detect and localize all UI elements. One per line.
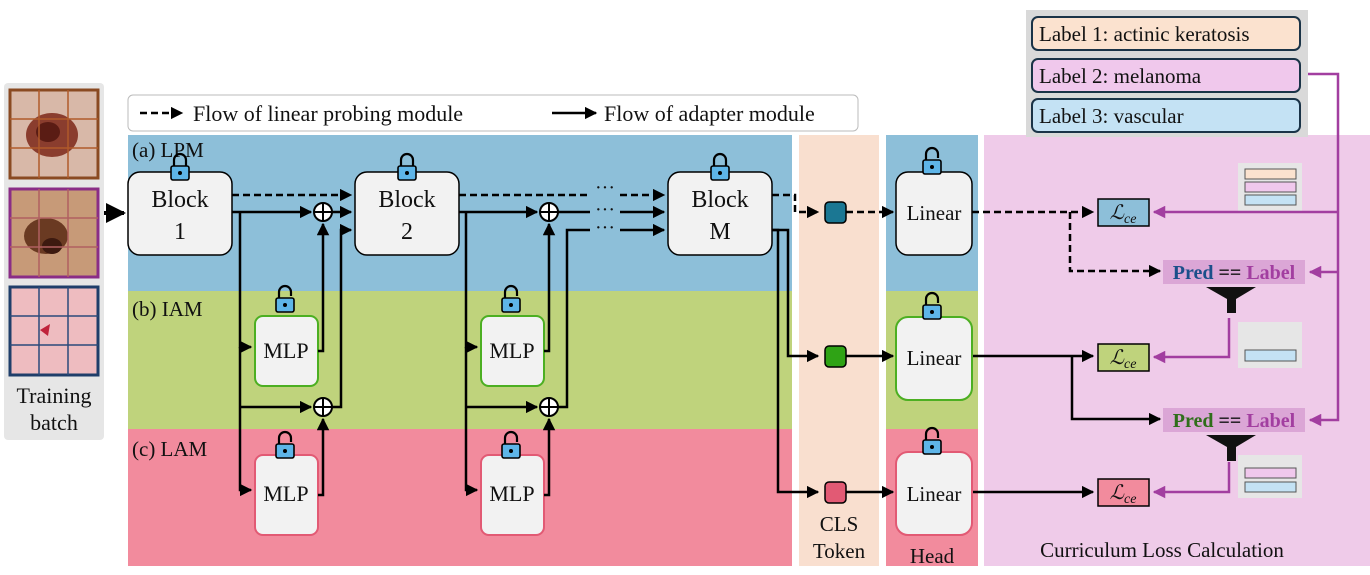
lam-region xyxy=(128,429,792,566)
label-flow-arrows xyxy=(1152,72,1340,499)
svg-text:MLP: MLP xyxy=(263,481,308,506)
cls-token-lpm xyxy=(824,201,847,224)
loss-box-iam: ℒce xyxy=(1097,343,1150,372)
label-stack-full xyxy=(1238,163,1302,211)
block-2-label-line2: 2 xyxy=(401,219,413,245)
svg-text:MLP: MLP xyxy=(263,338,308,363)
funnel-icon-2 xyxy=(1206,435,1256,461)
training-image-3 xyxy=(8,285,100,377)
funnel-icon-1 xyxy=(1206,287,1256,313)
adapter-solid-flow xyxy=(232,205,1162,499)
block-2: Block 2 xyxy=(354,152,460,256)
svg-text:Label 2: melanoma: Label 2: melanoma xyxy=(1039,64,1202,88)
svg-text:Linear: Linear xyxy=(907,346,962,370)
ellipsis-3: ··· xyxy=(595,217,615,239)
svg-text:Pred == Label: Pred == Label xyxy=(1173,410,1296,432)
block-1: Block 1 xyxy=(127,152,233,256)
svg-text:Pred == Label: Pred == Label xyxy=(1173,262,1296,284)
cls-caption-line1: CLS xyxy=(820,512,859,536)
ellipsis-2: ··· xyxy=(595,199,615,221)
svg-text:ℒce: ℒce xyxy=(1110,347,1137,372)
iam-label: (b) IAM xyxy=(132,297,203,321)
linear-head-lpm: Linear xyxy=(895,146,973,256)
svg-text:MLP: MLP xyxy=(489,338,534,363)
lpm-label: (a) LPM xyxy=(132,138,204,162)
block-m-label-line1: Block xyxy=(691,187,748,213)
training-caption-line2: batch xyxy=(30,410,78,435)
svg-text:Label 1: actinic keratosis: Label 1: actinic keratosis xyxy=(1039,22,1250,46)
legend-solid-label: Flow of adapter module xyxy=(604,101,815,126)
label-1: Label 1: actinic keratosis xyxy=(1031,16,1301,51)
legend-dashed-label: Flow of linear probing module xyxy=(193,101,463,126)
pred-label-compare-1: Pred == Label xyxy=(1163,260,1305,284)
loss-box-lam: ℒce xyxy=(1097,478,1150,507)
pred-label-compare-2: Pred == Label xyxy=(1163,408,1305,432)
cls-token-lam xyxy=(824,481,847,504)
training-image-2 xyxy=(8,187,100,279)
svg-text:ℒce: ℒce xyxy=(1110,482,1137,507)
curriculum-loss-caption: Curriculum Loss Calculation xyxy=(1040,538,1284,562)
plus-node-2 xyxy=(313,397,333,417)
block-1-label-line1: Block xyxy=(151,187,208,213)
label-2: Label 2: melanoma xyxy=(1031,58,1301,93)
svg-text:ℒce: ℒce xyxy=(1110,202,1137,227)
head-caption: Head xyxy=(910,544,955,568)
svg-text:MLP: MLP xyxy=(489,481,534,506)
block-2-label-line1: Block xyxy=(378,187,435,213)
training-image-1 xyxy=(8,88,100,180)
curriculum-loss-region xyxy=(984,135,1370,566)
block-1-label-line2: 1 xyxy=(174,219,186,245)
plus-node-1 xyxy=(313,202,333,222)
label-3: Label 3: vascular xyxy=(1031,98,1301,133)
cls-caption-line2: Token xyxy=(813,539,866,563)
svg-text:Linear: Linear xyxy=(907,201,962,225)
lpm-dashed-flow xyxy=(232,188,1162,278)
iam-region xyxy=(128,291,792,429)
legend-box xyxy=(127,94,859,132)
lam-label: (c) LAM xyxy=(132,437,208,461)
plus-node-3 xyxy=(539,202,559,222)
cls-token-iam xyxy=(824,345,847,368)
training-caption-line1: Training xyxy=(17,383,92,408)
block-m: Block M xyxy=(667,152,773,256)
linear-head-iam: Linear xyxy=(895,291,973,401)
ellipsis-1: ··· xyxy=(595,177,615,199)
label-stack-single xyxy=(1238,322,1302,368)
loss-box-lpm: ℒce xyxy=(1097,198,1150,227)
linear-head-lam: Linear xyxy=(895,426,973,536)
mlp-lam-1: MLP xyxy=(254,430,319,536)
plus-node-4 xyxy=(539,397,559,417)
svg-text:Label 3: vascular: Label 3: vascular xyxy=(1039,104,1184,128)
block-m-label-line2: M xyxy=(709,219,730,245)
svg-text:Linear: Linear xyxy=(907,482,962,506)
label-stack-double xyxy=(1238,455,1302,498)
